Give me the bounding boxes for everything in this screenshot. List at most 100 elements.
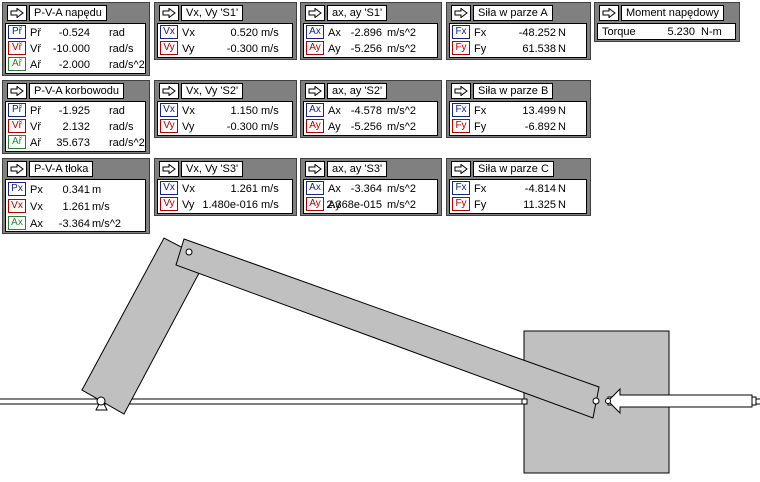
panel-title: ax, ay 'S1' bbox=[327, 5, 388, 21]
vy-toggle-button[interactable]: Vy bbox=[160, 41, 178, 55]
acceleration-toggle-button[interactable]: Ař bbox=[8, 135, 26, 149]
value-name: Ař bbox=[30, 137, 41, 149]
value-name: Ay bbox=[328, 199, 341, 211]
vx-toggle-button[interactable]: Vx bbox=[160, 25, 178, 39]
value-number: -4.814 bbox=[524, 183, 556, 195]
panel-title: ax, ay 'S3' bbox=[327, 161, 388, 177]
ay-toggle-button[interactable]: Ay bbox=[306, 197, 324, 211]
vx-toggle-button[interactable]: Vx bbox=[160, 181, 178, 195]
expand-arrow-icon[interactable] bbox=[599, 5, 619, 21]
panel-title: Siła w parze C bbox=[473, 161, 554, 177]
force-arrow-icon bbox=[607, 387, 753, 415]
value-unit: m/s bbox=[261, 183, 279, 195]
value-unit: m/s bbox=[261, 43, 279, 55]
acceleration-toggle-button[interactable]: Ax bbox=[8, 216, 26, 230]
acceleration-toggle-button[interactable]: Ař bbox=[8, 57, 26, 71]
value-number: -5.256 bbox=[350, 43, 382, 55]
fx-toggle-button[interactable]: Fx bbox=[452, 181, 470, 195]
velocity-toggle-button[interactable]: Vř bbox=[8, 41, 26, 55]
value-unit: m/s^2 bbox=[92, 218, 121, 230]
value-number: -48.252 bbox=[518, 27, 556, 39]
fy-toggle-button[interactable]: Fy bbox=[452, 41, 470, 55]
vx-toggle-button[interactable]: Vx bbox=[160, 103, 178, 117]
ax-toggle-button[interactable]: Ax bbox=[306, 103, 324, 117]
expand-arrow-icon[interactable] bbox=[451, 161, 471, 177]
panel-title: Siła w parze A bbox=[473, 5, 553, 21]
value-number: -1.925 bbox=[58, 105, 90, 117]
value-unit: m/s^2 bbox=[387, 199, 416, 211]
expand-arrow-icon[interactable] bbox=[159, 161, 179, 177]
value-unit: N bbox=[558, 121, 566, 133]
value-name: Vř bbox=[30, 43, 41, 55]
value-name: Vx bbox=[182, 105, 195, 117]
value-number: -0.524 bbox=[58, 27, 90, 39]
expand-arrow-icon[interactable] bbox=[305, 83, 325, 99]
force-point bbox=[605, 398, 611, 404]
value-name: Vř bbox=[30, 121, 41, 133]
value-name: Ax bbox=[328, 27, 341, 39]
value-unit: rad bbox=[109, 27, 125, 39]
expand-arrow-icon[interactable] bbox=[451, 5, 471, 21]
value-unit: m/s bbox=[92, 201, 110, 213]
value-name: Fy bbox=[474, 121, 487, 133]
expand-arrow-icon[interactable] bbox=[7, 83, 27, 99]
value-unit: m/s bbox=[261, 199, 279, 211]
value-number: 1.150 bbox=[230, 105, 258, 117]
connecting-rod-link[interactable] bbox=[175, 238, 600, 419]
ay-toggle-button[interactable]: Ay bbox=[306, 119, 324, 133]
value-unit: rad/s^2 bbox=[109, 137, 145, 149]
expand-arrow-icon[interactable] bbox=[305, 5, 325, 21]
position-toggle-button[interactable]: Př bbox=[8, 103, 26, 117]
expand-arrow-icon[interactable] bbox=[7, 5, 27, 21]
velocity-toggle-button[interactable]: Vř bbox=[8, 119, 26, 133]
expand-arrow-icon[interactable] bbox=[305, 161, 325, 177]
panel-title: Vx, Vy 'S2' bbox=[181, 83, 244, 99]
value-unit: m/s bbox=[261, 105, 279, 117]
ay-toggle-button[interactable]: Ay bbox=[306, 41, 324, 55]
value-unit: N bbox=[558, 105, 566, 117]
vy-toggle-button[interactable]: Vy bbox=[160, 119, 178, 133]
value-number: 0.520 bbox=[230, 27, 258, 39]
velocity-toggle-button[interactable]: Vx bbox=[8, 199, 26, 213]
value-unit: rad/s bbox=[109, 121, 134, 133]
position-toggle-button[interactable]: Px bbox=[8, 182, 26, 196]
value-name: Vy bbox=[182, 121, 195, 133]
vy-toggle-button[interactable]: Vy bbox=[160, 197, 178, 211]
value-number: -2.896 bbox=[350, 27, 382, 39]
ax-toggle-button[interactable]: Ax bbox=[306, 25, 324, 39]
fx-toggle-button[interactable]: Fx bbox=[452, 25, 470, 39]
value-number: -2.000 bbox=[58, 59, 90, 71]
expand-arrow-icon[interactable] bbox=[159, 5, 179, 21]
expand-arrow-icon[interactable] bbox=[451, 83, 471, 99]
value-name: Př bbox=[30, 105, 41, 117]
panel-title: Siła w parze B bbox=[473, 83, 554, 99]
expand-arrow-icon[interactable] bbox=[7, 161, 27, 177]
value-unit: m bbox=[92, 184, 102, 196]
value-unit: rad/s bbox=[109, 43, 134, 55]
fy-toggle-button[interactable]: Fy bbox=[452, 119, 470, 133]
panel-title: P-V-A napędu bbox=[29, 5, 107, 21]
value-number: 11.325 bbox=[523, 199, 556, 211]
expand-arrow-icon[interactable] bbox=[159, 83, 179, 99]
ax-toggle-button[interactable]: Ax bbox=[306, 181, 324, 195]
value-number: 5.230 bbox=[667, 26, 695, 38]
fy-toggle-button[interactable]: Fy bbox=[452, 197, 470, 211]
value-name: Ax bbox=[30, 218, 43, 230]
fx-toggle-button[interactable]: Fx bbox=[452, 103, 470, 117]
value-number: 0.341 bbox=[62, 184, 90, 196]
position-toggle-button[interactable]: Př bbox=[8, 25, 26, 39]
value-number: -4.578 bbox=[350, 105, 382, 117]
value-unit: m/s^2 bbox=[387, 121, 416, 133]
value-name: Ax bbox=[328, 183, 341, 195]
value-number: 13.499 bbox=[522, 105, 556, 117]
value-number: 35.673 bbox=[56, 137, 90, 149]
value-name: Ay bbox=[328, 121, 341, 133]
value-unit: m/s^2 bbox=[387, 105, 416, 117]
joint-a bbox=[185, 248, 193, 256]
panel-title: P-V-A korbowodu bbox=[29, 83, 124, 99]
value-name: Fy bbox=[474, 43, 487, 55]
